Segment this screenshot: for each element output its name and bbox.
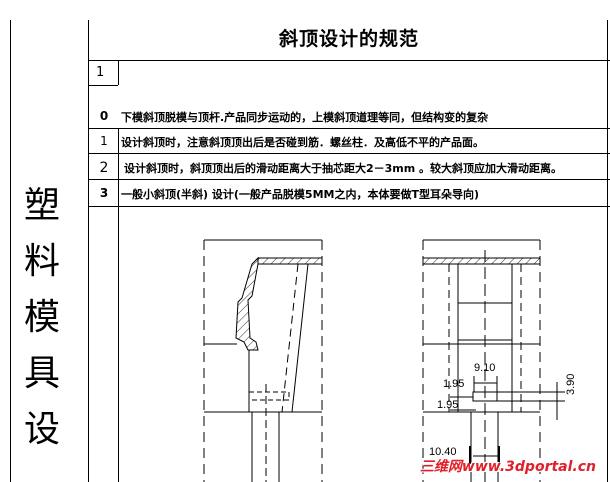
dimension-label: 1.95 — [437, 399, 459, 411]
section-box-bottom — [88, 85, 118, 86]
row-text: 设计斜顶时，注意斜顶顶出后是否碰到筋．螺丝柱．及高低不平的产品面。 — [121, 136, 484, 149]
row-number: 0 — [99, 109, 109, 123]
row-divider — [88, 179, 610, 180]
section-number: 1 — [96, 65, 105, 80]
page-title: 斜顶设计的规范 — [278, 28, 419, 50]
row-text: 一般小斜顶(半斜) 设计(一般产品脱模5MM之内，本体要做T型耳朵导向) — [121, 188, 479, 201]
left-border-line — [10, 20, 11, 482]
side-title-char: 料 — [23, 241, 60, 282]
watermark: 三维网www.3dportal.cn — [419, 459, 596, 475]
side-title-char: 塑 — [23, 185, 60, 226]
side-divider-line — [88, 20, 89, 482]
row-divider — [88, 206, 610, 207]
row-divider — [88, 128, 610, 129]
row-number: 2 — [99, 160, 109, 176]
side-title-char: 模 — [23, 297, 60, 338]
number-column-line — [118, 128, 119, 482]
section-box-line — [118, 60, 119, 85]
dimension-label: 3.90 — [565, 373, 577, 395]
row-text: 设计斜顶时，斜顶顶出后的滑动距离大于抽芯距大2－3mm 。较大斜顶应加大滑动距离… — [124, 162, 563, 175]
side-view — [203, 239, 323, 482]
right-border-line — [607, 20, 608, 482]
row-number: 1 — [100, 134, 108, 148]
side-title-char: 设 — [23, 409, 60, 450]
dimension-label: 1.95 — [443, 378, 465, 390]
row-text: 下模斜顶脱模与顶杆.产品同步运动的，上模斜顶道理等同，但结构变的复杂 — [121, 111, 489, 124]
title-underline — [88, 60, 610, 61]
row-number: 3 — [99, 186, 109, 200]
row-divider — [88, 153, 610, 154]
dimension-label: 10.40 — [429, 446, 457, 458]
front-view — [422, 239, 565, 482]
dimension-label: 9.10 — [474, 362, 496, 374]
side-title-char: 具 — [23, 353, 60, 394]
